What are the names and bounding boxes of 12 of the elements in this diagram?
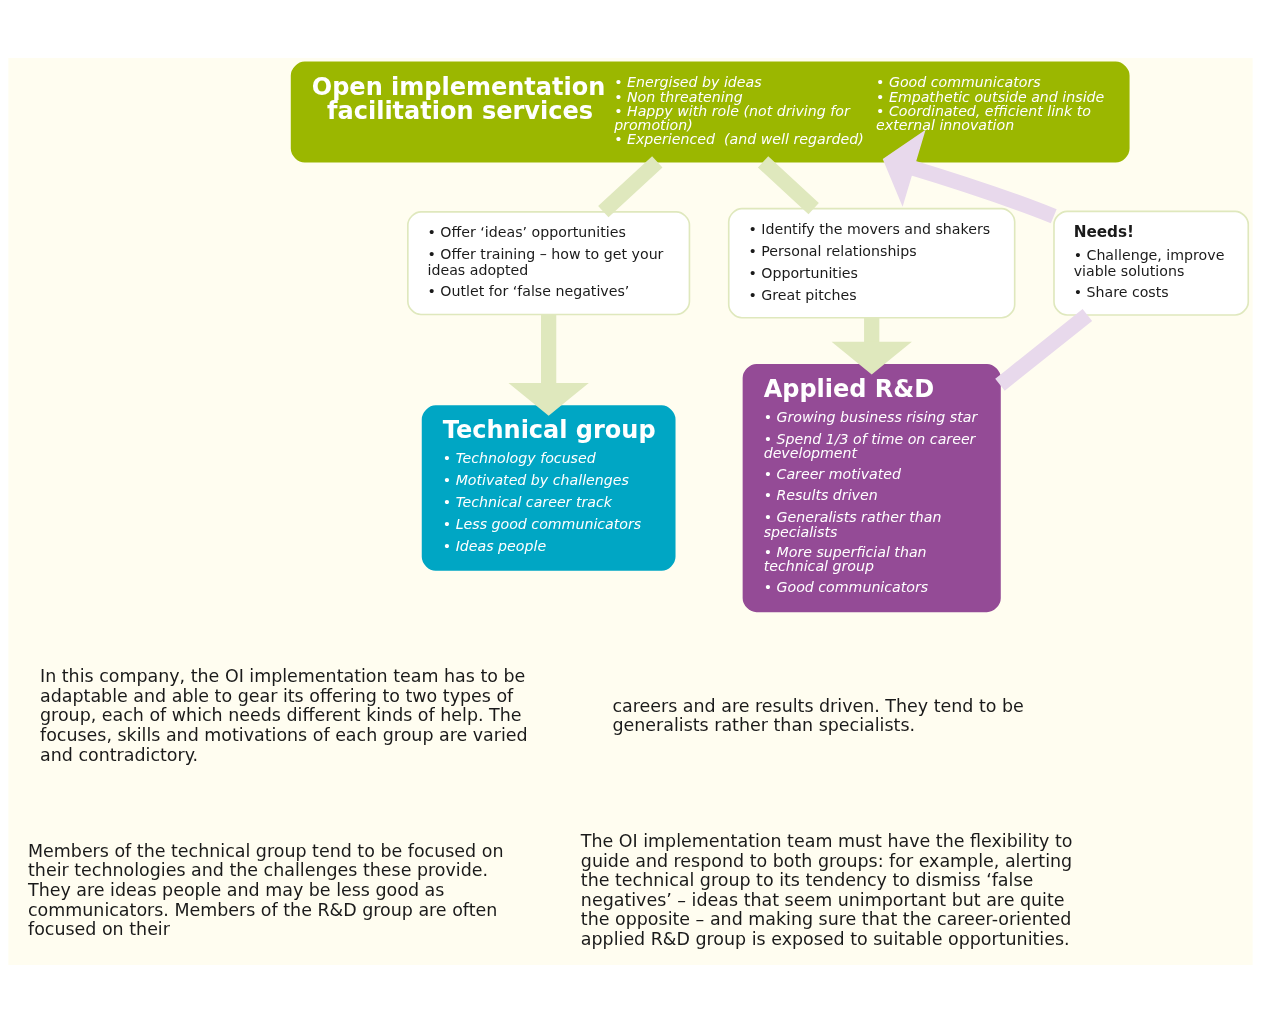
node-box: Applied R&D • Growing business rising star • Spend 1/3 of time on career development • Career motivated • Results driven • Generalists rather than specialists • More superficial than technical group • Good communicators (742, 363, 1001, 613)
label: The OI implementation team must have the flexibility to guide and respond to both groups: for example, alerting the technical group to its tendency to dismiss ‘false negatives’ – ideas that seem unimportant but are quite the opposite – and making sure that the career-oriented applied R&D group is exposed to suitable opportunities. (580, 830, 1073, 950)
node-box: • Offer ‘ideas’ opportunities • Offer training – how to get your ideas adopted • Outlet for ‘false negatives’ (407, 211, 691, 316)
connector (995, 309, 1093, 391)
label: careers and are results driven. They tend to be generalists rather than specialists. (612, 695, 1024, 736)
node-box: Technical group • Technology focused • Motivated by challenges • Technical career track • Less good communicators • Ideas people (421, 405, 676, 571)
label: Members of the technical group tend to be focused on their technologies and the challenges these provide. They are ideas people and may be less good as communicators. Members of the R&D group are often focused on their (28, 840, 504, 940)
node-box: • Identify the movers and shakers • Personal relationships • Opportunities • Great pitches (727, 207, 1016, 319)
arrow (508, 314, 589, 416)
node-box: Needs! • Challenge, improve viable solutions • Share costs (1053, 210, 1250, 316)
arrow (831, 317, 912, 375)
label: In this company, the OI implementation team has to be adaptable and able to gear its offering to two types of group, each of which needs different kinds of help. The focuses, skills and motivations of each group are varied and contradictory. (40, 666, 528, 765)
